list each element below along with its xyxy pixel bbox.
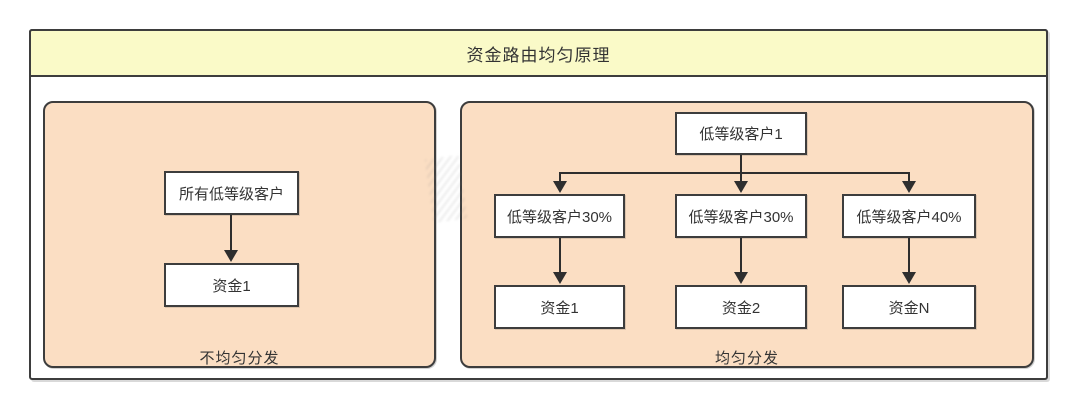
arrow-line xyxy=(740,238,742,273)
node-client-30-left: 低等级客户30% xyxy=(494,194,625,238)
branch-line-center xyxy=(740,172,742,182)
panel-caption-non-uniform: 不均匀分发 xyxy=(199,350,280,367)
branch-line-left xyxy=(559,172,561,182)
node-fund-1: 资金1 xyxy=(164,263,299,307)
connector-cross-line xyxy=(559,172,910,174)
arrow-line xyxy=(908,238,910,273)
node-low-level-client-1: 低等级客户1 xyxy=(675,112,807,155)
panel-uniform: 低等级客户1 低等级客户30% 低等级客户30% 低等级客户40% 资金1 资金… xyxy=(460,101,1034,368)
arrow-line xyxy=(230,215,232,251)
connector-stem-line xyxy=(740,155,742,173)
arrow-line xyxy=(559,238,561,273)
arrow-head-icon xyxy=(224,250,238,262)
arrow-head-icon xyxy=(553,272,567,284)
arrow-head-icon xyxy=(902,272,916,284)
panel-caption-uniform: 均匀分发 xyxy=(714,350,779,367)
node-all-low-level-clients: 所有低等级客户 xyxy=(164,171,299,215)
diagram-title: 资金路由均匀原理 xyxy=(466,45,611,65)
arrow-head-icon xyxy=(734,272,748,284)
diagram-title-bar: 资金路由均匀原理 xyxy=(29,29,1048,77)
arrow-head-icon xyxy=(734,181,748,193)
node-fund-n: 资金N xyxy=(842,285,976,329)
node-client-30-center: 低等级客户30% xyxy=(675,194,807,238)
arrow-head-icon xyxy=(553,181,567,193)
panel-non-uniform: 所有低等级客户 资金1 不均匀分发 xyxy=(43,101,436,368)
node-fund-2: 资金2 xyxy=(675,285,807,329)
node-client-40-right: 低等级客户40% xyxy=(842,194,976,238)
arrow-head-icon xyxy=(902,181,916,193)
node-fund-1-uniform: 资金1 xyxy=(494,285,625,329)
branch-line-right xyxy=(908,172,910,182)
